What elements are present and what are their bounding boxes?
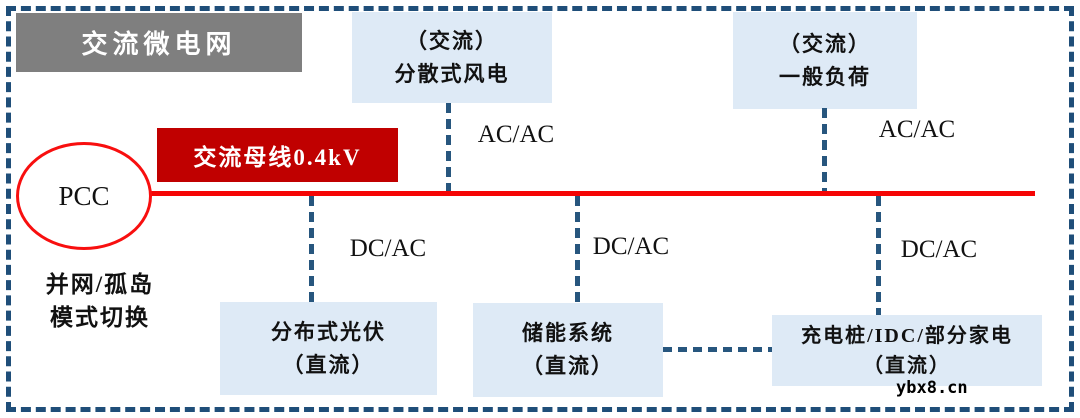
node-pv-type: （直流） [282,352,375,377]
watermark-text: ybx8.cn [896,378,968,398]
pcc-label: PCC [58,180,110,211]
node-general-load: （交流） 一般负荷 [733,12,917,109]
node-wind-type: （交流） [406,28,498,53]
node-charging-label: 充电桩/IDC/部分家电 [801,324,1013,347]
diagram-title-box: 交流微电网 [16,13,302,72]
node-load-label: 一般负荷 [779,64,871,89]
connector-bus-to-charging [876,196,881,315]
node-charging-type: （直流） [863,354,951,377]
pcc-caption-line1: 并网/孤岛 [45,272,155,297]
node-storage-label: 储能系统 [522,321,614,346]
pcc-caption: 并网/孤岛 模式切换 [20,268,180,334]
node-load-type: （交流） [779,31,871,56]
connector-storage-to-charging [663,347,772,352]
node-energy-storage: 储能系统 （直流） [473,303,663,397]
diagram-title: 交流微电网 [81,30,237,59]
pcc-node: PCC [16,142,152,250]
ac-bus-label-text: 交流母线0.4kV [193,145,362,170]
node-distributed-wind: （交流） 分散式风电 [352,12,552,103]
converter-label-storage: DC/AC [592,233,670,260]
node-wind-label: 分散式风电 [394,61,510,86]
node-pv-label: 分布式光伏 [271,319,386,344]
connector-wind-to-bus [446,103,451,191]
converter-label-load: AC/AC [878,116,956,143]
converter-label-wind: AC/AC [477,121,555,148]
pcc-caption-line2: 模式切换 [50,305,150,330]
node-charging-idc-appliances: 充电桩/IDC/部分家电 （直流） [772,315,1042,386]
node-storage-type: （直流） [522,354,614,378]
connector-load-to-bus [822,108,827,191]
connector-bus-to-pv [309,196,314,302]
ac-bus-label: 交流母线0.4kV [157,128,398,182]
converter-label-charging: DC/AC [900,236,978,263]
converter-label-pv: DC/AC [349,235,427,262]
connector-bus-to-storage [575,196,580,303]
ac-bus-line [149,191,1035,196]
node-distributed-pv: 分布式光伏 （直流） [220,302,437,395]
